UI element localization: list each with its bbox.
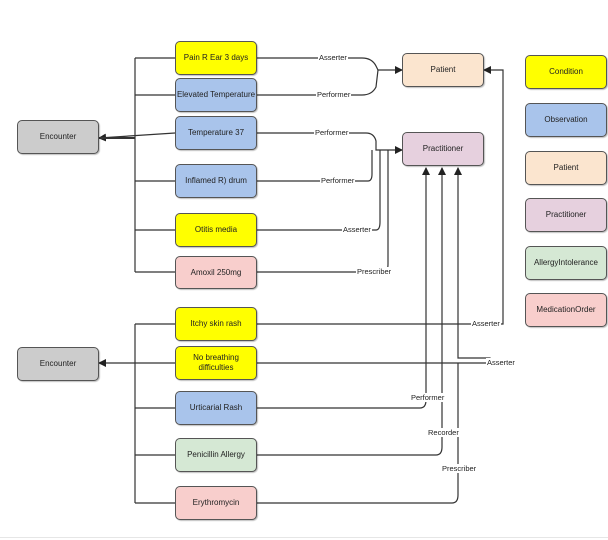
legend-condition: Condition	[525, 55, 607, 89]
link-inflamed-practitioner	[257, 150, 373, 182]
link-penicillin-practitioner	[257, 167, 446, 456]
condition-node-pain: Pain R Ear 3 days	[175, 41, 257, 75]
edge-label-asserter-nobreathing: Asserter	[486, 358, 516, 367]
encounter-node-2: Encounter	[17, 347, 99, 381]
link-urticarial-practitioner	[257, 167, 430, 409]
bottom-divider	[0, 537, 608, 538]
edge-label-asserter-otitis: Asserter	[342, 225, 372, 234]
observation-node-elevated: Elevated Temperature	[175, 78, 257, 112]
allergy-node-penicillin: Penicillin Allergy	[175, 438, 257, 472]
observation-node-inflamed: Inflamed R) drum	[175, 164, 257, 198]
edge-label-performer-inflamed: Performer	[320, 176, 356, 185]
legend-patient: Patient	[525, 151, 607, 185]
legend-allergy: AllergyIntolerance	[525, 246, 607, 280]
observation-node-urticarial: Urticarial Rash	[175, 391, 257, 425]
link-erythromycin-practitioner	[257, 363, 459, 504]
medication-node-amoxil: Amoxil 250mg	[175, 256, 257, 289]
edge-label-prescriber-erythromycin: Prescriber	[441, 464, 478, 473]
encounter-node-1: Encounter	[17, 120, 99, 154]
legend-medication: MedicationOrder	[525, 293, 607, 327]
edge-label-performer-temp: Performer	[314, 128, 350, 137]
legend-practitioner: Practitioner	[525, 198, 607, 232]
link-amoxil-practitioner	[257, 150, 389, 273]
condition-node-otitis: Otitis media	[175, 213, 257, 247]
condition-node-itchy: Itchy skin rash	[175, 307, 257, 341]
edge-label-performer-urticarial: Performer	[410, 393, 446, 402]
link-nobreathing-practitioner	[257, 167, 491, 364]
link-temp37-practitioner	[257, 132, 403, 154]
patient-node: Patient	[402, 53, 484, 87]
link-pain-patient	[257, 57, 403, 74]
link-elevated-patient	[257, 69, 379, 96]
practitioner-node: Practitioner	[402, 132, 484, 166]
link-itchy-patient	[257, 66, 504, 325]
edge-label-asserter-itchy: Asserter	[471, 319, 501, 328]
link-otitis-practitioner	[257, 150, 381, 231]
condition-node-nobreathing: No breathing difficulties	[175, 346, 257, 380]
edge-label-asserter-pain: Asserter	[318, 53, 348, 62]
edge-label-prescriber-amoxil: Prescriber	[356, 267, 393, 276]
edge-label-performer-elevated: Performer	[316, 90, 352, 99]
edge-label-recorder-penicillin: Recorder	[427, 428, 460, 437]
medication-node-erythromycin: Erythromycin	[175, 486, 257, 520]
legend-observation: Observation	[525, 103, 607, 137]
observation-node-temp37: Temperature 37	[175, 116, 257, 150]
